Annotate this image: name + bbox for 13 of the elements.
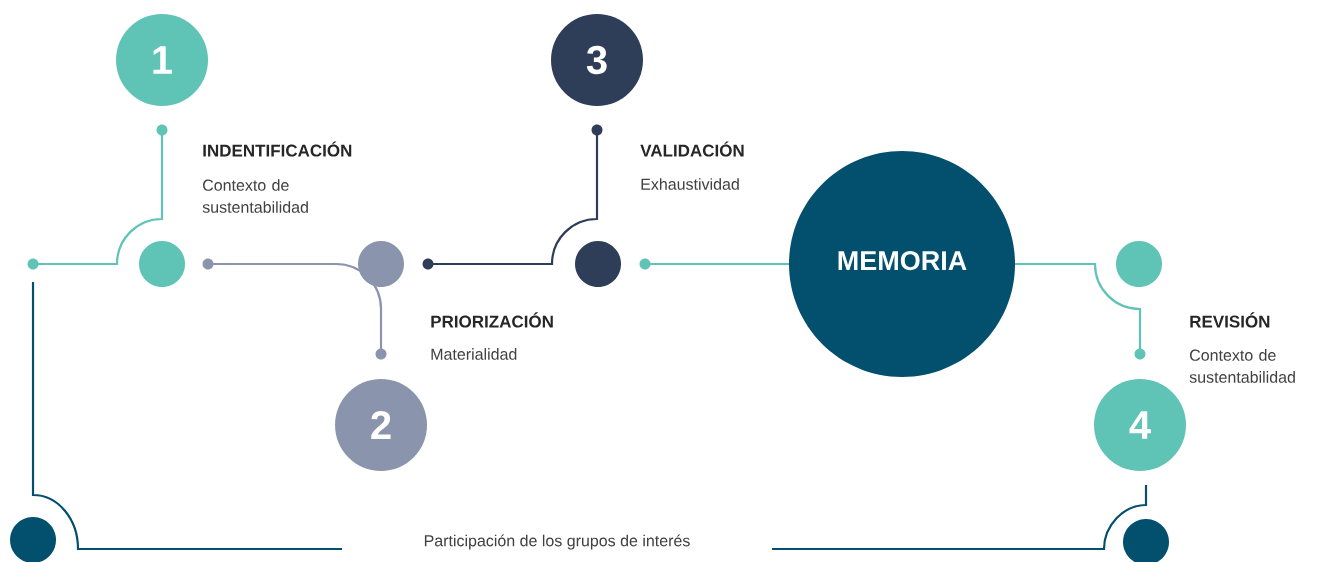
step-description: Exhaustividad: [641, 178, 739, 190]
step-heading: INDENTIFICACIÓN: [203, 141, 352, 157]
small-circle: [139, 241, 185, 287]
small-circle: [1116, 241, 1162, 287]
step-heading: VALIDACIÓN: [640, 141, 744, 157]
step-heading: REVISIÓN: [1190, 312, 1270, 328]
bottom-label: Participación de los grupos de interés: [424, 534, 690, 550]
step-description: Materialidad: [431, 348, 517, 360]
small-circle: [575, 241, 621, 287]
small-circle: [358, 241, 404, 287]
step-description: Contexto de sustentabilidad: [1189, 349, 1295, 383]
step-heading: PRIORIZACIÓN: [431, 312, 553, 328]
step-description: Contexto de sustentabilidad: [202, 179, 308, 213]
